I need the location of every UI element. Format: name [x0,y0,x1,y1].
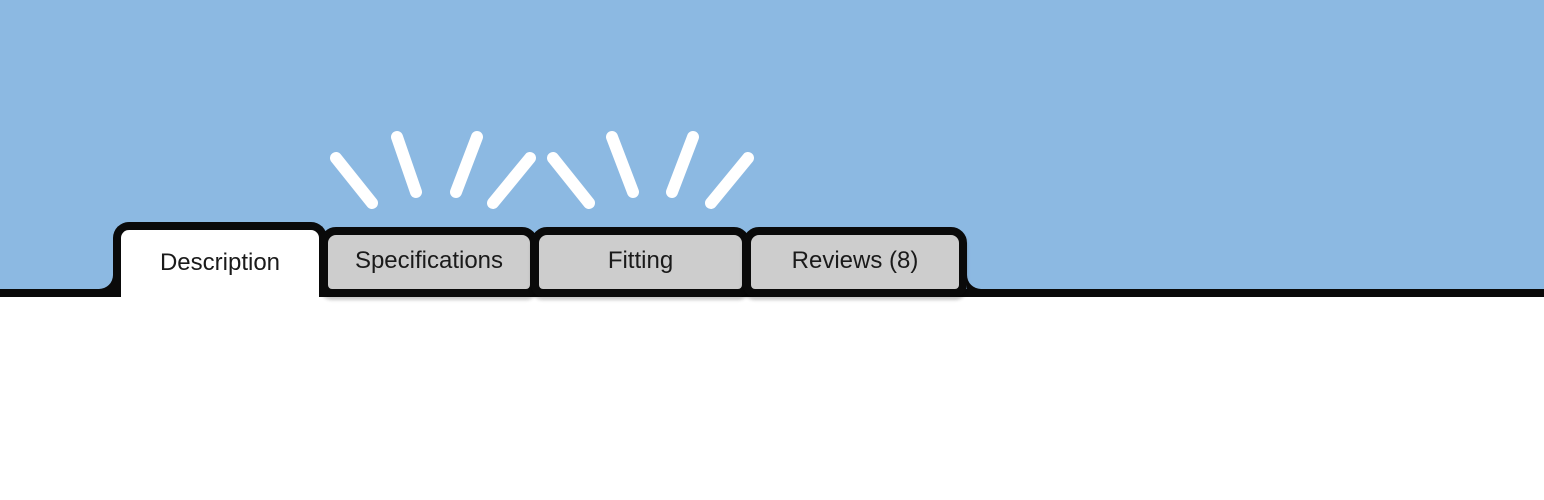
tab-reviews[interactable]: Reviews (8) [743,227,967,297]
tab-description-label: Description [159,248,281,276]
tab-fitting[interactable]: Fitting [531,227,750,297]
content-area [0,297,1544,500]
tab-reviews-label: Reviews (8) [791,247,919,274]
tab-specifications-label: Specifications [354,247,504,274]
tab-description[interactable]: Description [113,222,327,297]
tab-specifications[interactable]: Specifications [320,227,538,297]
tab-fitting-label: Fitting [607,247,674,274]
tab-bar: Description Specifications Fitting Revie… [113,222,967,297]
